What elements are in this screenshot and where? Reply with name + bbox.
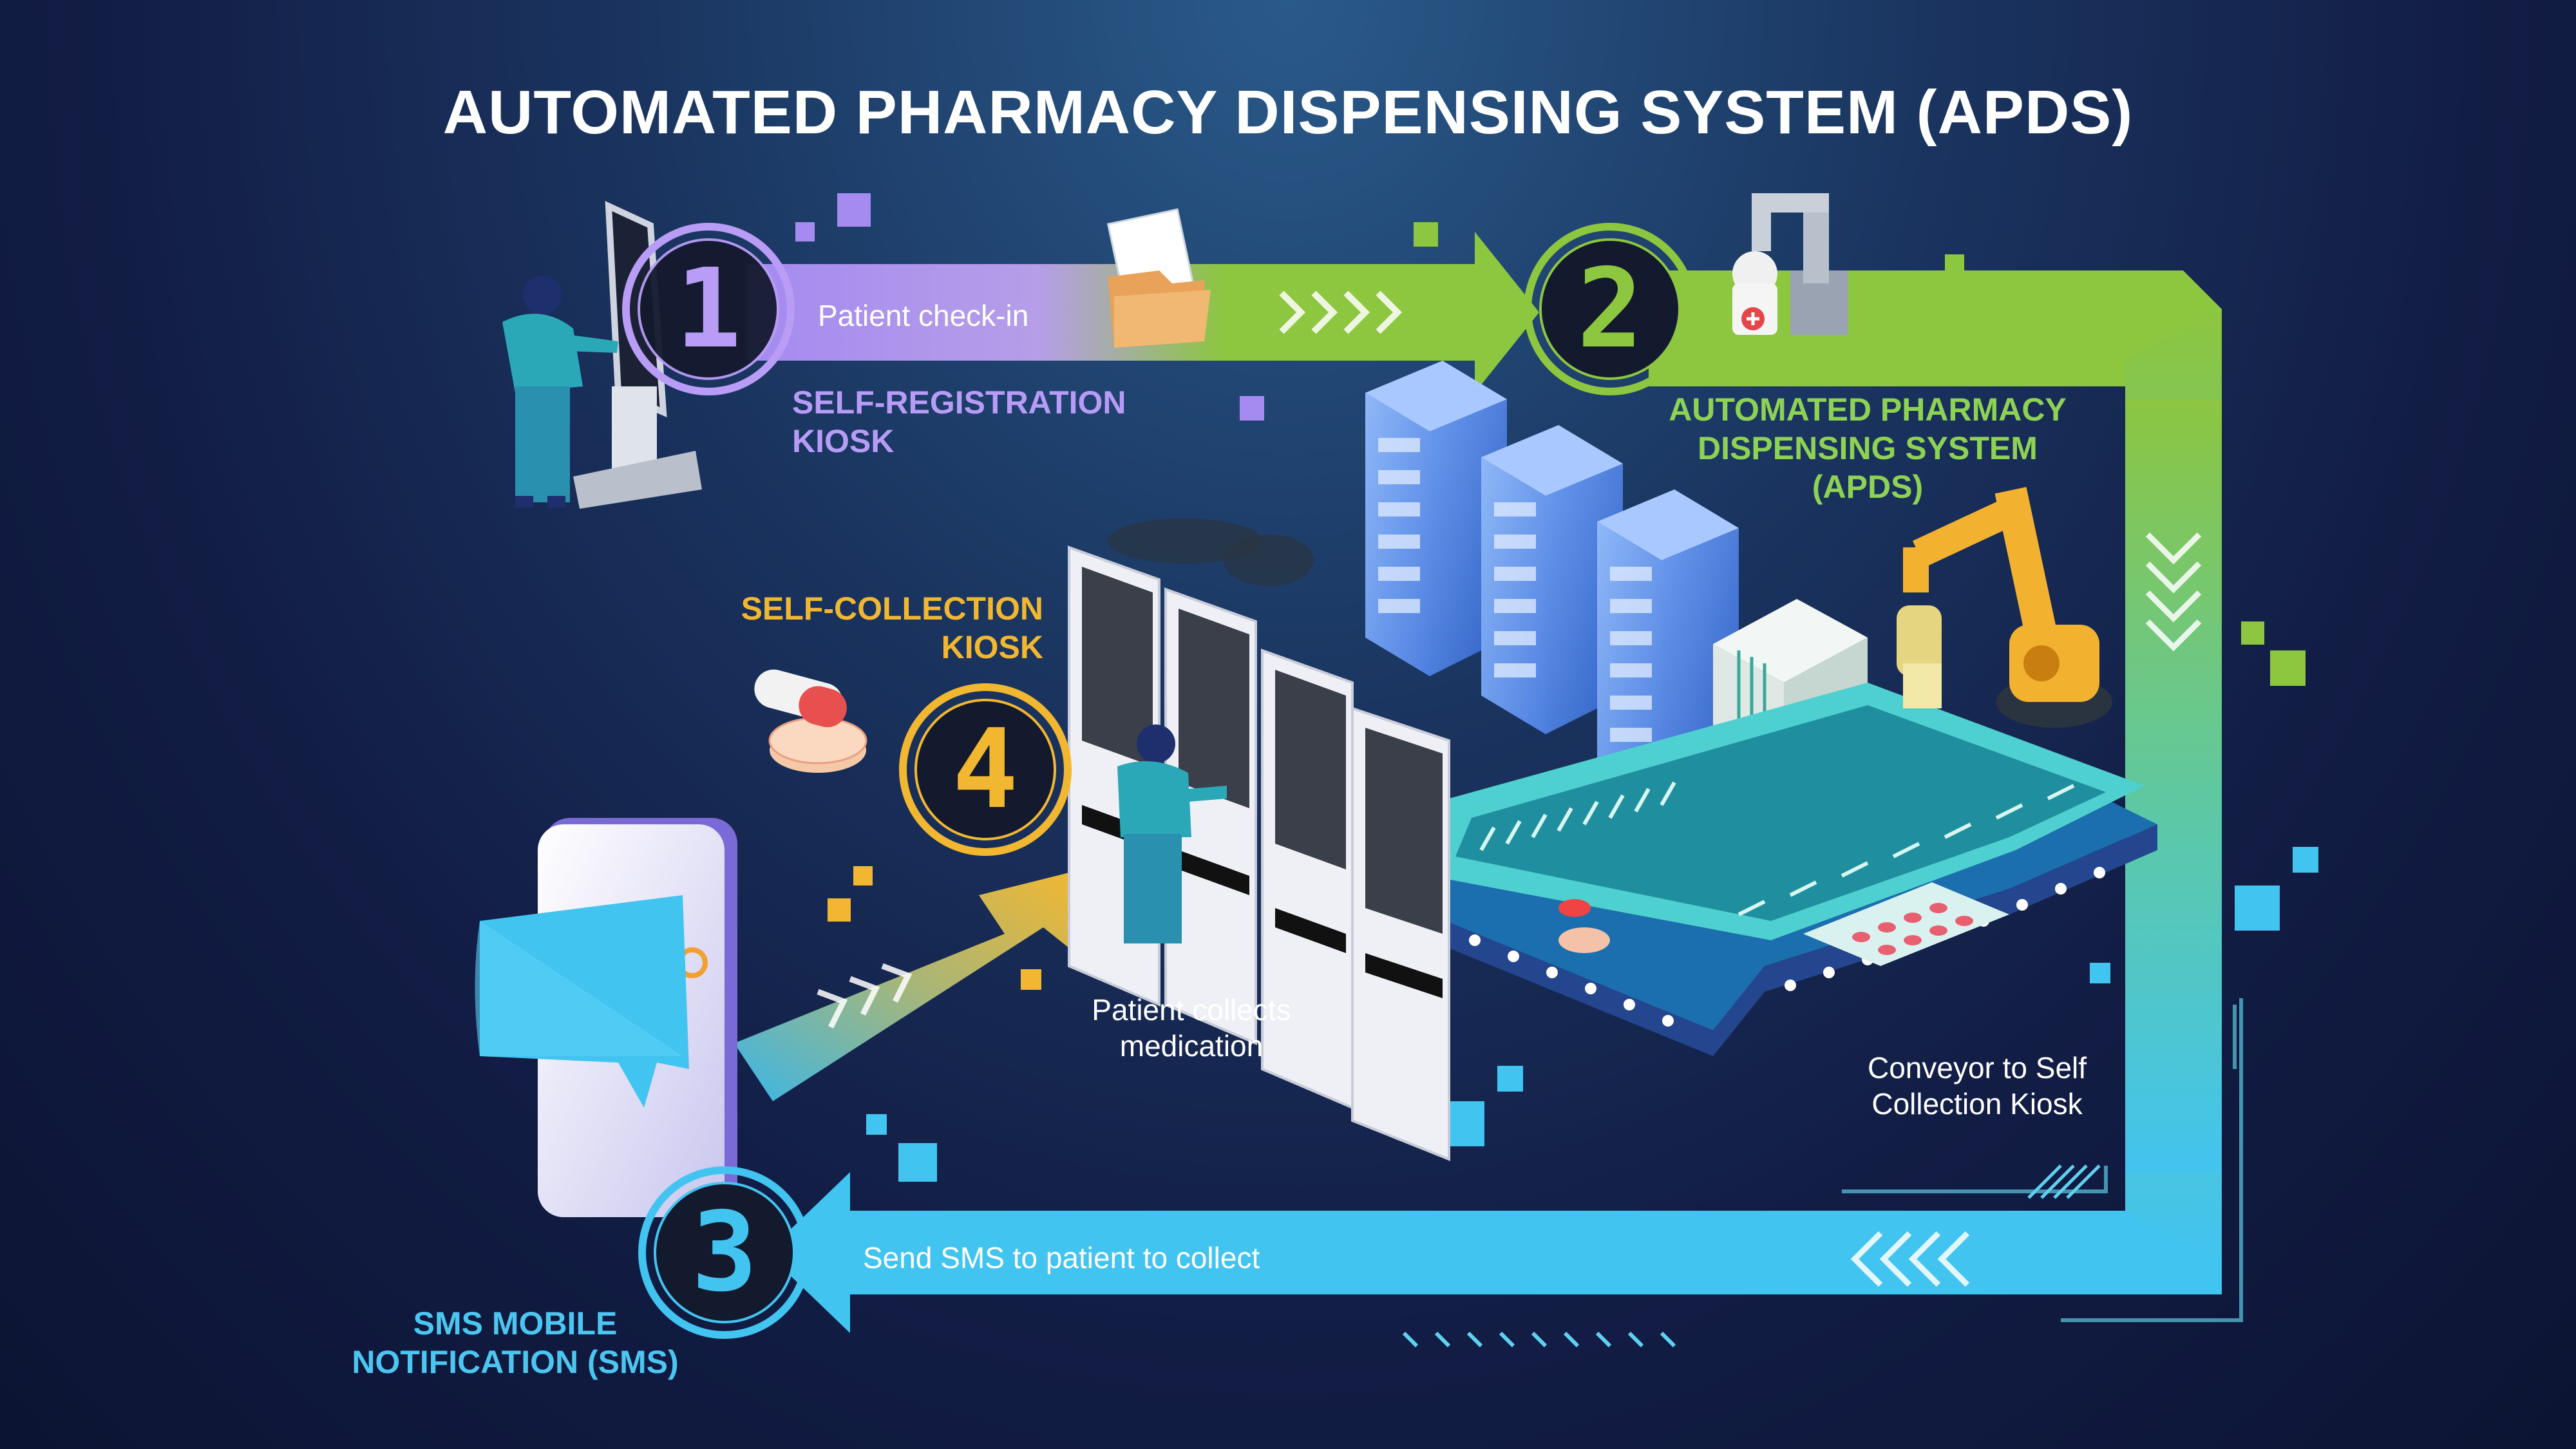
step-4-number: 4 [952, 706, 1019, 833]
step-4-heading: SELF-COLLECTION KIOSK [741, 591, 1043, 665]
step-3-number: 3 [691, 1189, 758, 1316]
robot-arm-top-illustration [1732, 193, 1848, 335]
step-1-heading: SELF-REGISTRATION KIOSK [792, 384, 1126, 459]
step-2-number: 2 [1577, 245, 1643, 373]
step-2-heading: AUTOMATED PHARMACY DISPENSING SYSTEM (AP… [1669, 392, 2067, 505]
collection-kiosks-illustration [1068, 518, 1450, 1161]
step-1-number: 1 [675, 245, 742, 373]
phone-illustration [475, 818, 737, 1217]
robot-arm-yellow-illustration [1897, 487, 2112, 728]
step-4-badge [899, 683, 1072, 856]
page-title: AUTOMATED PHARMACY DISPENSING SYSTEM (AP… [442, 78, 2134, 147]
documents-folder-icon [1106, 208, 1211, 348]
collection-flow-arrow [734, 869, 1082, 1101]
conveyor-belt-illustration [1430, 683, 2157, 1056]
bottom-ticks [1402, 1331, 1676, 1348]
registration-kiosk-illustration [502, 200, 702, 509]
sms-label: Send SMS to patient to collect [863, 1241, 1260, 1274]
collect-caption: Patient collects medication [1092, 993, 1291, 1063]
step-2-badge [1524, 223, 1696, 395]
pills-icon [754, 669, 867, 773]
check-in-label: Patient check-in [818, 299, 1029, 332]
step-3-heading: SMS MOBILE NOTIFICATION (SMS) [352, 1305, 679, 1380]
step-1-badge [622, 223, 795, 395]
frame-lines [1842, 998, 2243, 1322]
hatch-lines [2027, 1164, 2101, 1199]
conveyor-caption: Conveyor to Self Collection Kiosk [1867, 1051, 2087, 1121]
step-3-badge [638, 1166, 811, 1339]
